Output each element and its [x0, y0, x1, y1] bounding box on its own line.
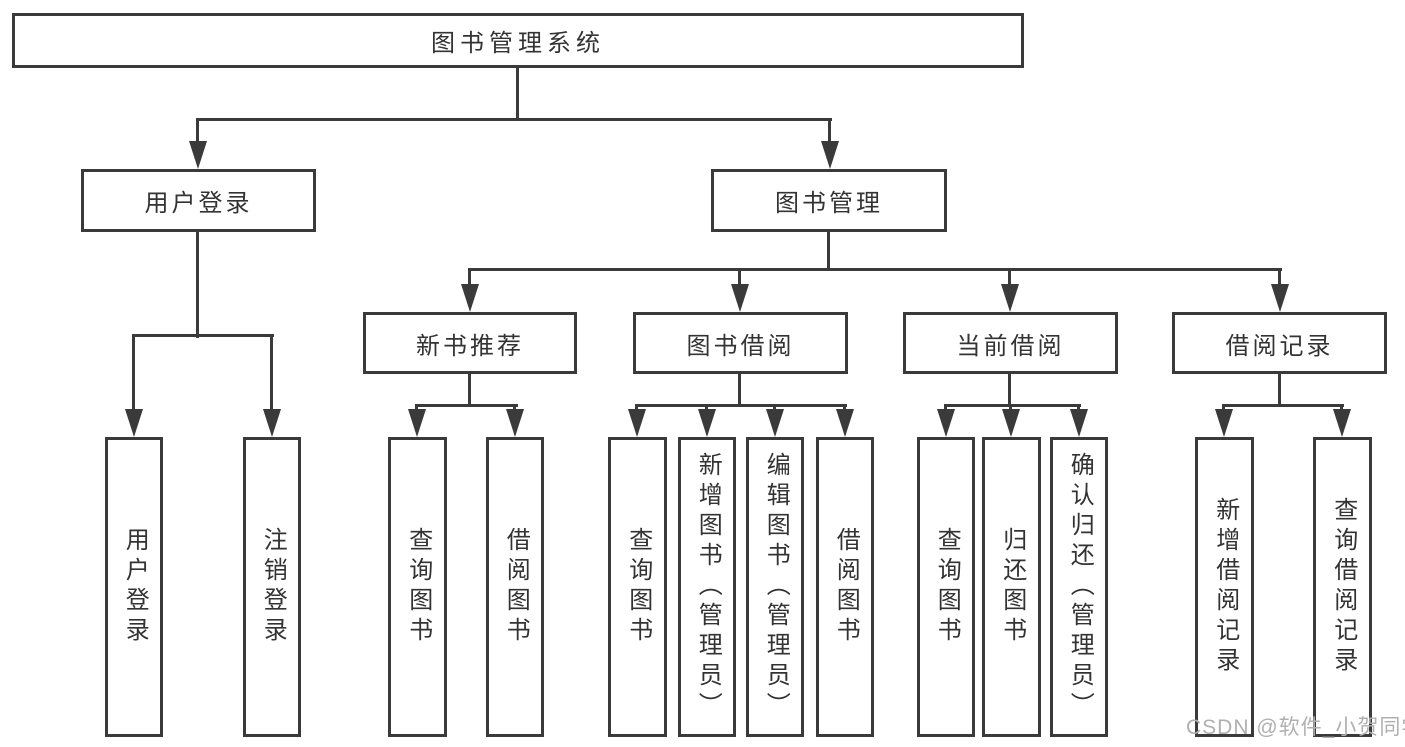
node-confirm-return-admin: 确认归还（管理员）	[1050, 437, 1108, 737]
node-label: 当前借阅	[956, 332, 1065, 360]
node-add-borrow-record: 新增借阅记录	[1195, 437, 1254, 737]
connector-line	[827, 231, 830, 271]
node-label: 用户登录	[144, 190, 253, 217]
connector-line	[738, 373, 741, 407]
arrow-down-icon	[628, 409, 646, 437]
arrow-down-icon	[1002, 409, 1020, 437]
node-label: 查询图书	[624, 527, 652, 647]
node-edit-book-admin: 编辑图书（管理员）	[746, 437, 804, 737]
node-query-borrow-record: 查询借阅记录	[1313, 437, 1372, 737]
connector-line	[516, 67, 519, 121]
node-logout: 注销登录	[243, 437, 301, 737]
arrow-down-icon	[731, 284, 749, 312]
connector-line	[1008, 373, 1011, 407]
node-new-book-recommend: 新书推荐	[363, 312, 577, 374]
node-query-books-borrow: 查询图书	[608, 437, 667, 737]
node-label: 查询图书	[404, 527, 432, 647]
node-library-system: 图书管理系统	[12, 13, 1024, 68]
node-label: 查询图书	[933, 527, 961, 647]
connector-line	[738, 270, 741, 286]
arrow-down-icon	[189, 141, 207, 169]
connector-line	[1008, 270, 1011, 286]
node-borrow-books-leaf: 借阅图书	[816, 437, 874, 737]
arrow-down-icon	[766, 409, 784, 437]
node-label: 图书借阅	[686, 332, 795, 360]
node-label: 借阅图书	[502, 527, 530, 647]
connector-line	[132, 336, 135, 410]
connector-line	[1278, 373, 1281, 407]
node-book-management: 图书管理	[711, 169, 947, 232]
connector-line	[132, 334, 274, 337]
node-label: 新增借阅记录	[1211, 497, 1239, 677]
arrow-down-icon	[506, 409, 524, 437]
node-label: 编辑图书（管理员）	[762, 452, 790, 722]
node-label: 新书推荐	[416, 332, 524, 360]
arrow-down-icon	[408, 409, 426, 437]
node-label: 确认归还（管理员）	[1066, 452, 1094, 722]
node-label: 注销登录	[259, 527, 287, 647]
node-add-book-admin: 新增图书（管理员）	[678, 437, 736, 737]
connector-line	[468, 373, 471, 407]
connector-line	[415, 404, 518, 407]
node-user-login: 用户登录	[81, 169, 316, 232]
node-label: 用户登录	[121, 527, 149, 647]
node-user-login-leaf: 用户登录	[105, 437, 163, 737]
connector-line	[828, 120, 831, 142]
node-current-borrow: 当前借阅	[903, 312, 1118, 374]
arrow-down-icon	[1215, 409, 1233, 437]
node-borrow-records: 借阅记录	[1172, 312, 1387, 374]
arrow-down-icon	[1271, 284, 1289, 312]
node-query-books-recommend: 查询图书	[388, 437, 447, 737]
node-label: 新增图书（管理员）	[694, 452, 722, 722]
arrow-down-icon	[836, 409, 854, 437]
node-return-books: 归还图书	[982, 437, 1041, 737]
connector-line	[944, 404, 1081, 407]
connector-line	[270, 336, 273, 410]
connector-line	[196, 231, 199, 338]
node-label: 查询借阅记录	[1329, 497, 1357, 677]
node-label: 图书管理系统	[431, 30, 605, 57]
arrow-down-icon	[1333, 409, 1351, 437]
connector-line	[196, 120, 199, 142]
connector-line	[196, 118, 832, 121]
arrow-down-icon	[1070, 409, 1088, 437]
watermark: CSDN @软件_小贺同学	[1186, 716, 1405, 739]
connector-line	[635, 404, 847, 407]
arrow-down-icon	[698, 409, 716, 437]
node-query-books-current: 查询图书	[917, 437, 975, 737]
node-label: 归还图书	[998, 527, 1026, 647]
node-label: 借阅记录	[1225, 332, 1334, 360]
connector-line	[468, 270, 471, 286]
connector-line	[1278, 270, 1281, 286]
arrow-down-icon	[263, 409, 281, 437]
arrow-down-icon	[821, 141, 839, 169]
node-label: 借阅图书	[832, 527, 860, 647]
node-label: 图书管理	[775, 190, 883, 217]
connector-line	[1222, 404, 1344, 407]
node-borrow-books-recommend: 借阅图书	[486, 437, 544, 737]
connector-line	[468, 268, 1282, 271]
arrow-down-icon	[125, 409, 143, 437]
node-book-borrow: 图书借阅	[633, 312, 848, 374]
arrow-down-icon	[1001, 284, 1019, 312]
arrow-down-icon	[937, 409, 955, 437]
arrow-down-icon	[461, 284, 479, 312]
